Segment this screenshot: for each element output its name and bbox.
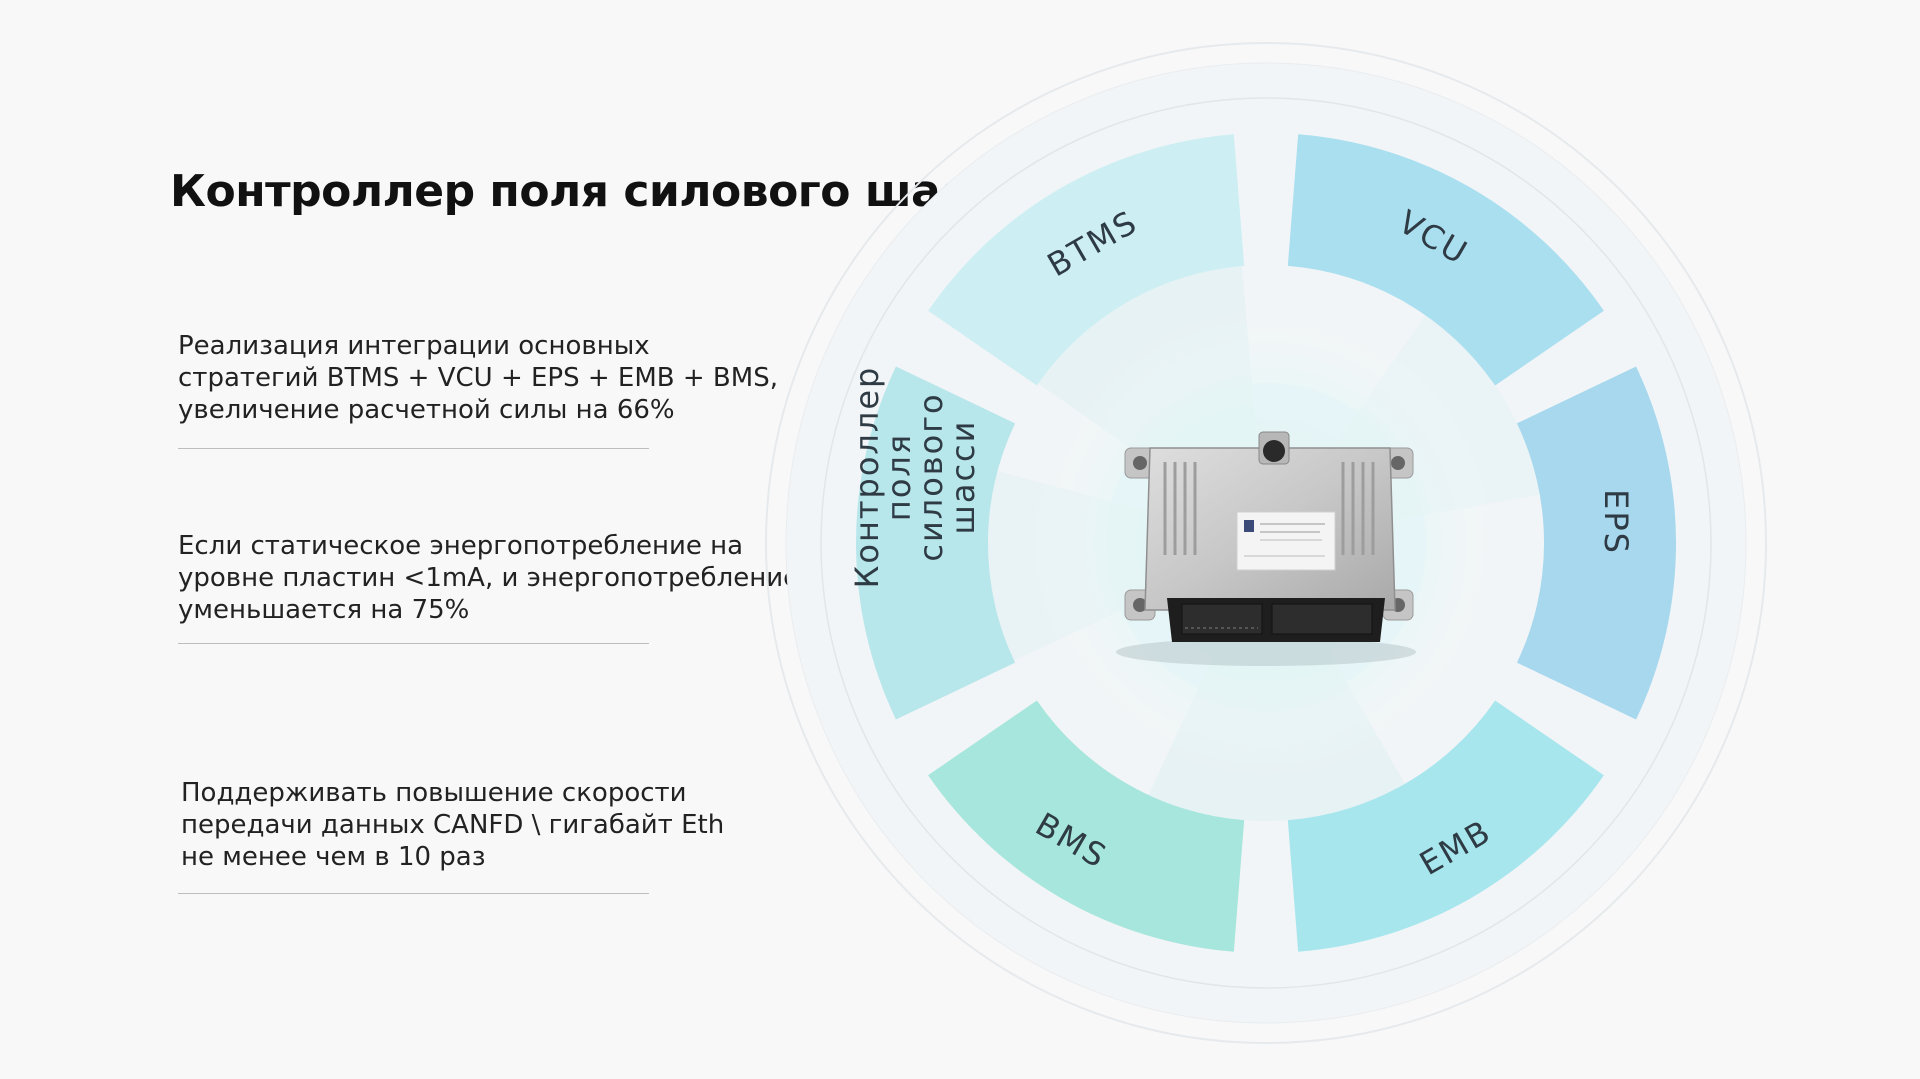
feature-integration: Реализация интеграции основных стратегий… xyxy=(178,330,778,426)
feature-line: уменьшается на 75% xyxy=(178,595,470,625)
segment-label-chassis: Контроллер поля силового шасси xyxy=(848,366,982,589)
feature-power-consumption: Если статическое энергопотребление на ур… xyxy=(178,530,800,626)
chassis-label-line: поля xyxy=(880,433,918,521)
feature-line: не менее чем в 10 раз xyxy=(181,842,486,872)
feature-divider xyxy=(178,893,649,894)
feature-divider xyxy=(178,448,649,449)
feature-data-rate: Поддерживать повышение скорости передачи… xyxy=(181,777,741,873)
feature-line: стратегий BTMS + VCU + EPS + EMB + BMS, xyxy=(178,363,778,393)
feature-line: Поддерживать повышение скорости xyxy=(181,778,687,808)
segment-ring xyxy=(856,134,1676,952)
feature-line: передачи данных CANFD \ гигабайт Eth xyxy=(181,810,725,840)
feature-divider xyxy=(178,643,649,644)
feature-line: Реализация интеграции основных xyxy=(178,331,650,361)
chassis-label-line: шасси xyxy=(944,420,982,535)
segment-vcu xyxy=(1287,134,1604,386)
feature-line: Если статическое энергопотребление на xyxy=(178,531,744,561)
chassis-label-line: силового xyxy=(912,392,950,561)
feature-line: уровне пластин <1mA, и энергопотребление xyxy=(178,563,800,593)
page-title: Контроллер поля силового шасси xyxy=(170,166,1022,217)
segment-label-eps: EPS xyxy=(1597,489,1635,555)
segment-chassis xyxy=(856,366,1016,720)
segment-bms xyxy=(928,700,1245,952)
segment-eps xyxy=(1516,366,1676,720)
feature-line: увеличение расчетной силы на 66% xyxy=(178,395,675,425)
segment-btms xyxy=(928,134,1245,386)
ecu-controller-image xyxy=(1116,431,1416,666)
inner-ring xyxy=(820,97,1712,989)
outer-ring xyxy=(765,42,1767,1044)
segment-emb xyxy=(1287,700,1604,952)
chassis-label-line: Контроллер xyxy=(848,366,886,589)
